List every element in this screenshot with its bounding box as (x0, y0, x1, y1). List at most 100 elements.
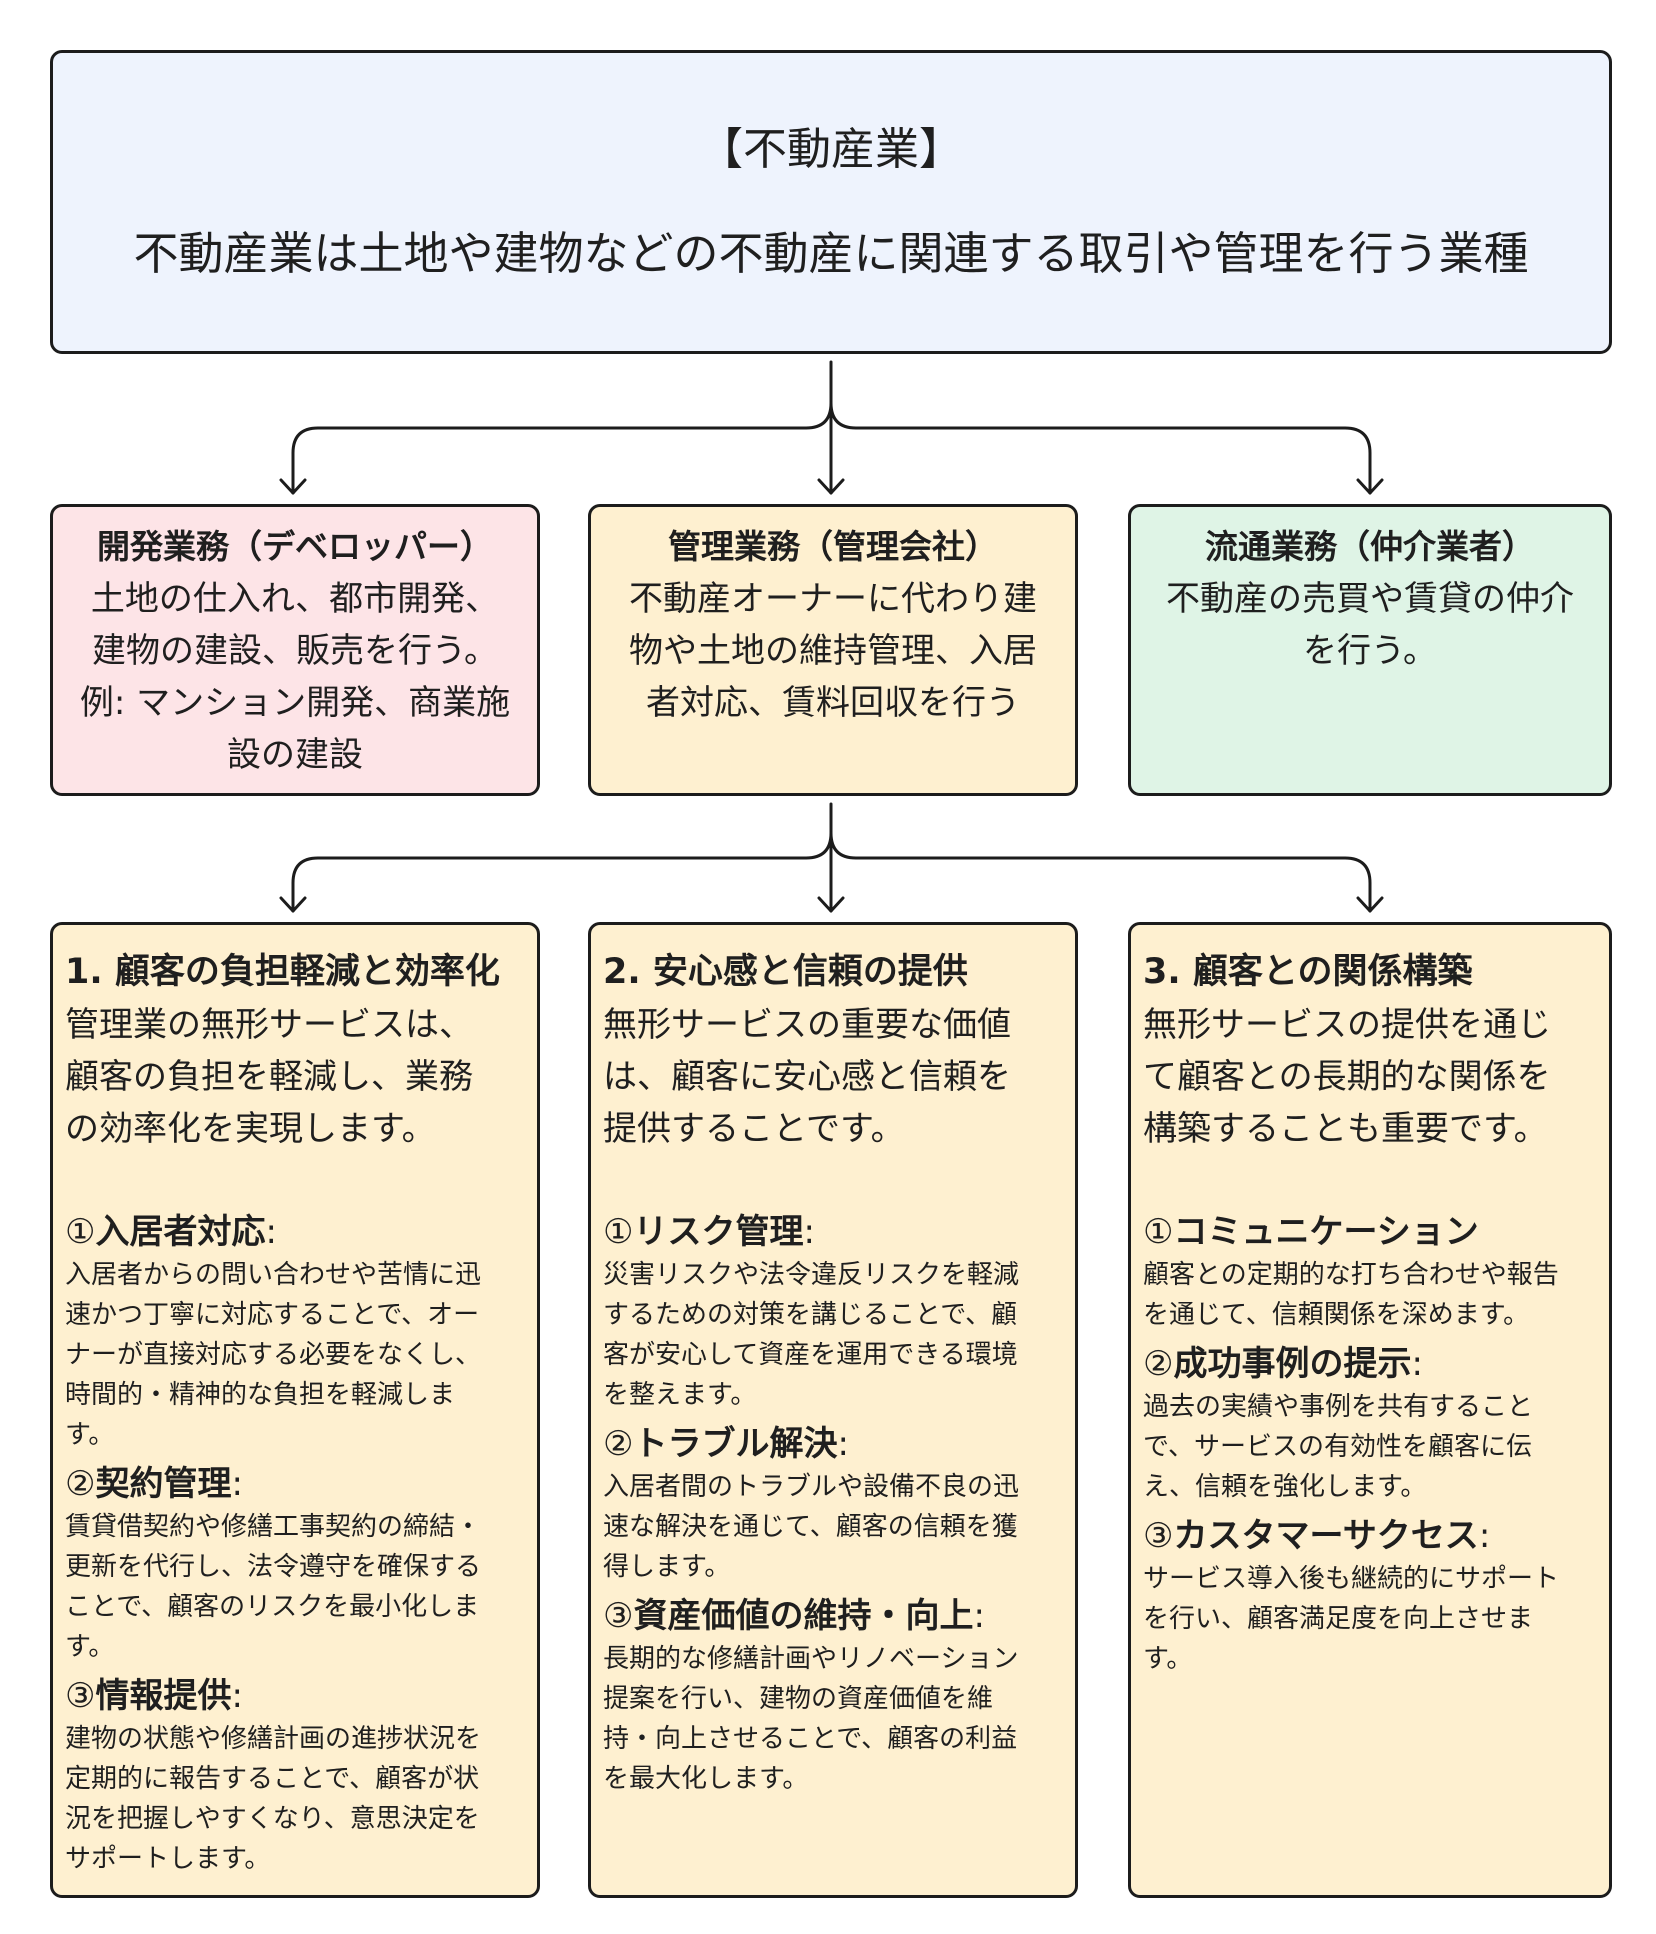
item-body: 建物の状態や修繕計画の進捗状況を 定期的に報告することで、顧客が状 況を把握しや… (65, 1719, 537, 1879)
item-number: ③ (603, 1596, 634, 1636)
item-line: を行い、顧客満足度を向上させま (1143, 1604, 1534, 1634)
detail-node-burden-reduction: 1. 顧客の負担軽減と効率化 管理業の無形サービスは、 顧客の負担を軽減し、業務… (50, 922, 540, 1898)
intro-line: 構築することも重要です。 (1143, 1109, 1548, 1149)
item-label: リスク管理 (633, 1212, 804, 1252)
arrowhead-top-left (279, 478, 307, 495)
detail-node-trust: 2. 安心感と信頼の提供 無形サービスの重要な価値 は、顧客に安心感と信頼を 提… (588, 922, 1078, 1898)
item-line: 定期的に報告することで、顧客が状 (65, 1764, 480, 1794)
real-estate-overview-node: 【不動産業】 不動産業は土地や建物などの不動産に関連する取引や管理を行う業種 (50, 50, 1612, 354)
detail-intro: 無形サービスの提供を通じ て顧客との長期的な関係を 構築することも重要です。 (1143, 999, 1609, 1155)
detail-intro: 管理業の無形サービスは、 顧客の負担を軽減し、業務 の効率化を実現します。 (65, 999, 537, 1155)
item-line: 長期的な修繕計画やリノベーション (603, 1644, 1019, 1674)
item-colon: : (1478, 1516, 1491, 1556)
item-body: 顧客との定期的な打ち合わせや報告 を通じて、信頼関係を深めます。 (1143, 1255, 1609, 1335)
detail-title: 2. 安心感と信頼の提供 (603, 952, 968, 992)
node-title: 開発業務（デベロッパー） (97, 527, 493, 566)
item-line: 速かつ丁寧に対応することで、オー (65, 1300, 480, 1330)
item-colon: : (973, 1596, 985, 1636)
item-line: 過去の実績や事例を共有すること (1143, 1392, 1534, 1422)
item-line: 速な解決を通じて、顧客の信頼を獲 (603, 1512, 1018, 1542)
connector-mid-right (829, 831, 1372, 913)
item-line: で、サービスの有効性を顧客に伝 (1143, 1432, 1532, 1462)
arrowhead-mid-left (279, 896, 307, 913)
item-colon: : (231, 1676, 243, 1716)
item-heading: ②トラブル解決: (603, 1421, 1075, 1467)
item-line: 況を把握しやすくなり、意思決定を (65, 1804, 480, 1834)
item-line: 建物の状態や修繕計画の進捗状況を (65, 1724, 482, 1754)
intro-line: 無形サービスの重要な価値 (603, 1005, 1011, 1045)
item-label: 資産価値の維持・向上 (633, 1596, 974, 1636)
item-line: 災害リスクや法令違反リスクを軽減 (603, 1260, 1020, 1290)
item-line: サポートします。 (65, 1844, 271, 1874)
node-body: 不動産の売買や賃貸の仲介 を行う。 (1131, 573, 1609, 677)
connector-mid-left (291, 831, 833, 913)
item-line: 顧客との定期的な打ち合わせや報告 (1143, 1260, 1559, 1290)
item-line: を最大化します。 (603, 1764, 809, 1794)
item-number: ② (65, 1464, 96, 1504)
node-title: 流通業務（仲介業者） (1205, 527, 1535, 566)
item-line: するための対策を講じることで、顧 (603, 1300, 1018, 1330)
item-label: 成功事例の提示 (1173, 1344, 1412, 1384)
item-body: 入居者からの問い合わせや苦情に迅 速かつ丁寧に対応することで、オー ナーが直接対… (65, 1255, 537, 1455)
item-line: 入居者からの問い合わせや苦情に迅 (65, 1260, 482, 1290)
item-line: ナーが直接対応する必要をなくし、 (65, 1340, 482, 1370)
item-label: トラブル解決 (633, 1424, 838, 1464)
item-line: 更新を代行し、法令遵守を確保する (65, 1552, 482, 1582)
item-line: 提案を行い、建物の資産価値を維 (603, 1684, 994, 1714)
node-line: 例: マンション開発、商業施 (79, 683, 511, 723)
item-line: 客が安心して資産を運用できる環境 (603, 1340, 1018, 1370)
item-colon: : (1411, 1344, 1423, 1384)
item-colon: : (837, 1424, 849, 1464)
node-line: を行う。 (1303, 631, 1437, 671)
development-business-node: 開発業務（デベロッパー） 土地の仕入れ、都市開発、 建物の建設、販売を行う。 例… (50, 504, 540, 796)
item-line: 入居者間のトラブルや設備不良の迅 (603, 1472, 1020, 1502)
arrowhead-top-right (1356, 478, 1384, 495)
item-body: 過去の実績や事例を共有すること で、サービスの有効性を顧客に伝 え、信頼を強化し… (1143, 1387, 1609, 1507)
item-number: ① (1143, 1212, 1174, 1252)
arrowhead-top-center (817, 478, 845, 495)
node-line: 土地の仕入れ、都市開発、 (90, 579, 500, 619)
item-label: 情報提供 (95, 1676, 232, 1716)
item-number: ② (1143, 1344, 1174, 1384)
item-line: す。 (1143, 1644, 1193, 1674)
item-line: を通じて、信頼関係を深めます。 (1143, 1300, 1530, 1330)
item-number: ① (603, 1212, 634, 1252)
intro-line: 顧客の負担を軽減し、業務 (65, 1057, 473, 1097)
arrowhead-mid-right (1356, 896, 1384, 913)
item-body: 入居者間のトラブルや設備不良の迅 速な解決を通じて、顧客の信頼を獲 得します。 (603, 1467, 1075, 1587)
intro-line: 無形サービスの提供を通じ (1143, 1005, 1551, 1045)
node-line: 物や土地の維持管理、入居 (629, 631, 1037, 671)
detail-intro: 無形サービスの重要な価値 は、顧客に安心感と信頼を 提供することです。 (603, 999, 1075, 1155)
intro-line: て顧客との長期的な関係を (1143, 1057, 1551, 1097)
node-line: 者対応、賃料回収を行う (646, 683, 1020, 723)
detail-title: 3. 顧客との関係構築 (1143, 952, 1473, 992)
item-line: 持・向上させることで、顧客の利益 (603, 1724, 1018, 1754)
connector-top-left (291, 401, 833, 495)
overview-description: 不動産業は土地や建物などの不動産に関連する取引や管理を行う業種 (133, 227, 1529, 280)
item-line: す。 (65, 1632, 115, 1662)
management-business-node: 管理業務（管理会社） 不動産オーナーに代わり建 物や土地の維持管理、入居 者対応… (588, 504, 1078, 796)
item-line: す。 (65, 1420, 115, 1450)
node-line: 不動産の売買や賃貸の仲介 (1166, 579, 1574, 619)
item-heading: ③カスタマーサクセス: (1143, 1513, 1609, 1559)
node-line: 建物の建設、販売を行う。 (92, 631, 498, 671)
item-colon: : (231, 1464, 243, 1504)
item-number: ③ (1143, 1516, 1174, 1556)
item-line: 賃貸借契約や修繕工事契約の締結・ (65, 1512, 482, 1542)
item-heading: ①リスク管理: (603, 1209, 1075, 1255)
item-colon: : (265, 1212, 277, 1252)
item-body: 賃貸借契約や修繕工事契約の締結・ 更新を代行し、法令遵守を確保する ことで、顧客… (65, 1507, 537, 1667)
item-heading: ①コミュニケーション (1143, 1209, 1609, 1255)
item-line: ことで、顧客のリスクを最小化しま (65, 1592, 480, 1622)
item-label: コミュニケーション (1173, 1212, 1479, 1252)
item-body: サービス導入後も継続的にサポート を行い、顧客満足度を向上させま す。 (1143, 1559, 1609, 1679)
item-heading: ①入居者対応: (65, 1209, 537, 1255)
item-label: カスタマーサクセス (1173, 1516, 1479, 1556)
intro-line: の効率化を実現します。 (65, 1109, 436, 1149)
item-heading: ②成功事例の提示: (1143, 1341, 1609, 1387)
node-line: 設の建設 (227, 735, 363, 775)
detail-title: 1. 顧客の負担軽減と効率化 (65, 952, 500, 992)
intro-line: は、顧客に安心感と信頼を (603, 1057, 1011, 1097)
node-title: 管理業務（管理会社） (668, 527, 998, 566)
